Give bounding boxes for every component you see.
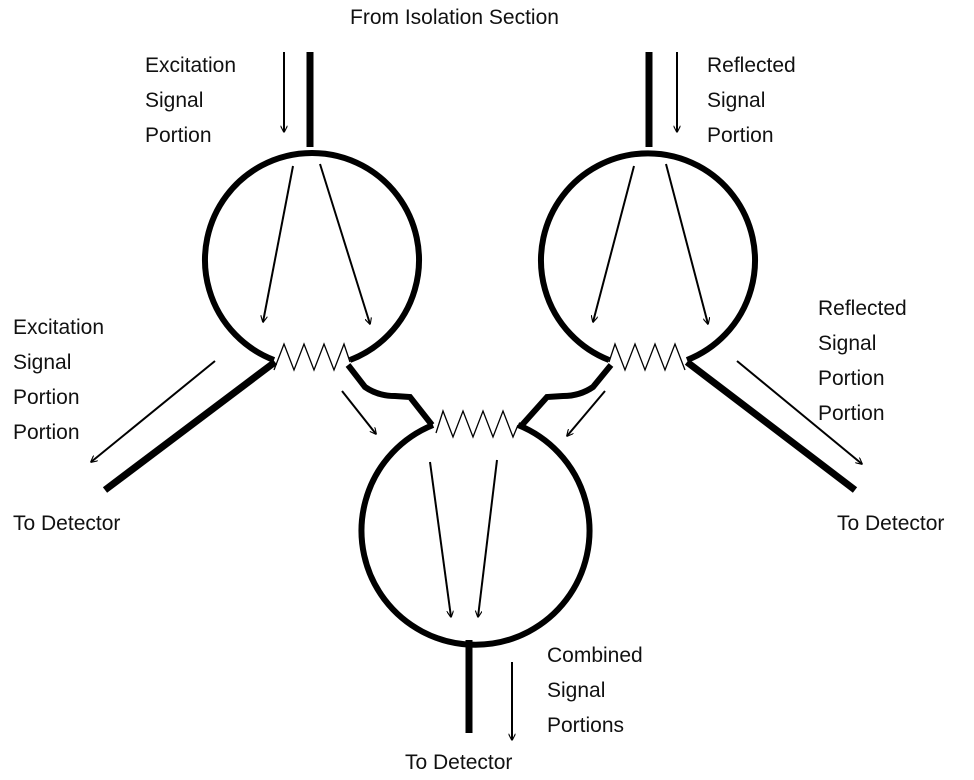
label-line: Combined xyxy=(547,644,643,667)
label-line: Signal xyxy=(145,89,204,112)
right-junction-spring xyxy=(608,342,686,372)
right-connecting-channel xyxy=(519,363,614,427)
center-junction-spring xyxy=(435,409,519,439)
right-output-arrow xyxy=(736,360,862,464)
right-output-pipe xyxy=(684,359,858,493)
left-inner-arrow-1 xyxy=(263,165,294,322)
label-excitation-signal-input: Excitation Signal Portion xyxy=(145,48,236,153)
left-output-pipe xyxy=(102,359,278,493)
label-left-to-detector: To Detector xyxy=(13,512,121,535)
right-inner-arrow-2 xyxy=(665,163,708,324)
label-line: Excitation xyxy=(13,316,105,339)
label-line: Portion xyxy=(13,421,80,444)
label-line: Reflected xyxy=(707,54,796,77)
label-bottom-to-detector: To Detector xyxy=(405,751,513,774)
left-inner-arrow-2 xyxy=(319,163,370,324)
right-chamber xyxy=(538,52,858,493)
label-line: Portion xyxy=(818,367,885,390)
label-excitation-signal-output: Excitation Signal Portion Portion xyxy=(13,310,104,450)
combined-inner-arrow-2 xyxy=(478,459,498,617)
right-transfer-arrow xyxy=(567,390,606,436)
left-junction-spring xyxy=(273,342,351,372)
label-from-isolation-section: From Isolation Section xyxy=(350,6,559,29)
label-line: Portion xyxy=(13,386,80,409)
label-combined-signal-portions: Combined Signal Portions xyxy=(547,638,643,743)
left-transfer-arrow xyxy=(341,390,376,434)
label-line: Excitation xyxy=(145,54,237,77)
label-line: Portions xyxy=(547,714,625,737)
combining-chamber xyxy=(358,409,593,733)
left-connecting-channel xyxy=(345,363,435,427)
label-reflected-signal-input: Reflected Signal Portion xyxy=(707,48,796,153)
label-reflected-signal-output: Reflected Signal Portion Portion xyxy=(818,291,907,431)
label-line: Signal xyxy=(547,679,606,702)
label-line: Portion xyxy=(145,124,212,147)
label-line: Portion xyxy=(707,124,774,147)
left-chamber xyxy=(102,52,422,493)
label-line: Reflected xyxy=(818,297,907,320)
label-line: Portion xyxy=(818,402,885,425)
label-line: Signal xyxy=(818,332,877,355)
label-line: Signal xyxy=(707,89,766,112)
right-inner-arrow-1 xyxy=(593,165,635,322)
left-output-arrow xyxy=(91,360,216,462)
label-line: Signal xyxy=(13,351,72,374)
combined-inner-arrow-1 xyxy=(429,461,451,617)
label-right-to-detector: To Detector xyxy=(837,512,945,535)
